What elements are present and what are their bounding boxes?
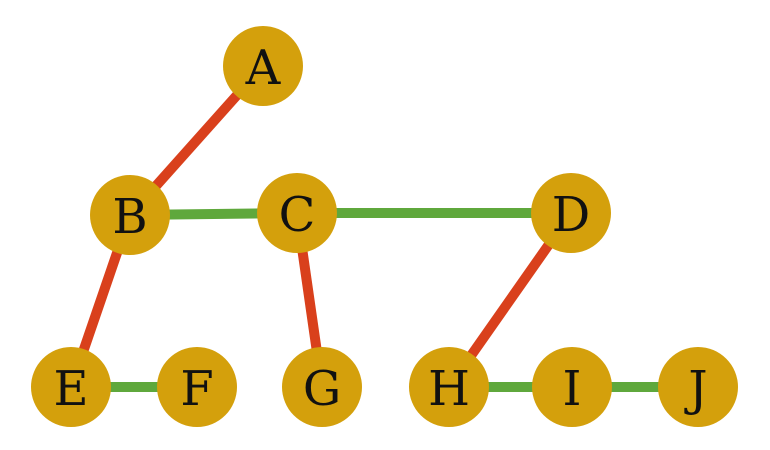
node-circle [90,175,170,255]
node-c: C [257,173,337,253]
node-g: G [282,347,362,427]
node-circle [223,26,303,106]
node-b: B [90,175,170,255]
node-label: G [303,361,341,417]
node-label: J [683,361,707,417]
node-label: B [112,189,147,245]
node-circle [31,347,111,427]
node-f: F [157,347,237,427]
node-label: F [180,361,213,417]
node-j: J [658,347,738,427]
node-d: D [531,173,611,253]
node-circle [257,173,337,253]
node-label: A [245,40,282,96]
node-label: H [428,361,470,417]
node-circle [409,347,489,427]
node-circle [658,347,738,427]
node-label: I [563,361,582,417]
node-label: C [279,187,316,243]
node-circle [282,347,362,427]
node-label: D [552,187,590,243]
nodes-layer: A B C D E F G H I J [31,26,738,427]
node-a: A [223,26,303,106]
node-circle [532,347,612,427]
node-circle [531,173,611,253]
node-e: E [31,347,111,427]
node-label: E [53,361,88,417]
node-circle [157,347,237,427]
node-i: I [532,347,612,427]
node-h: H [409,347,489,427]
